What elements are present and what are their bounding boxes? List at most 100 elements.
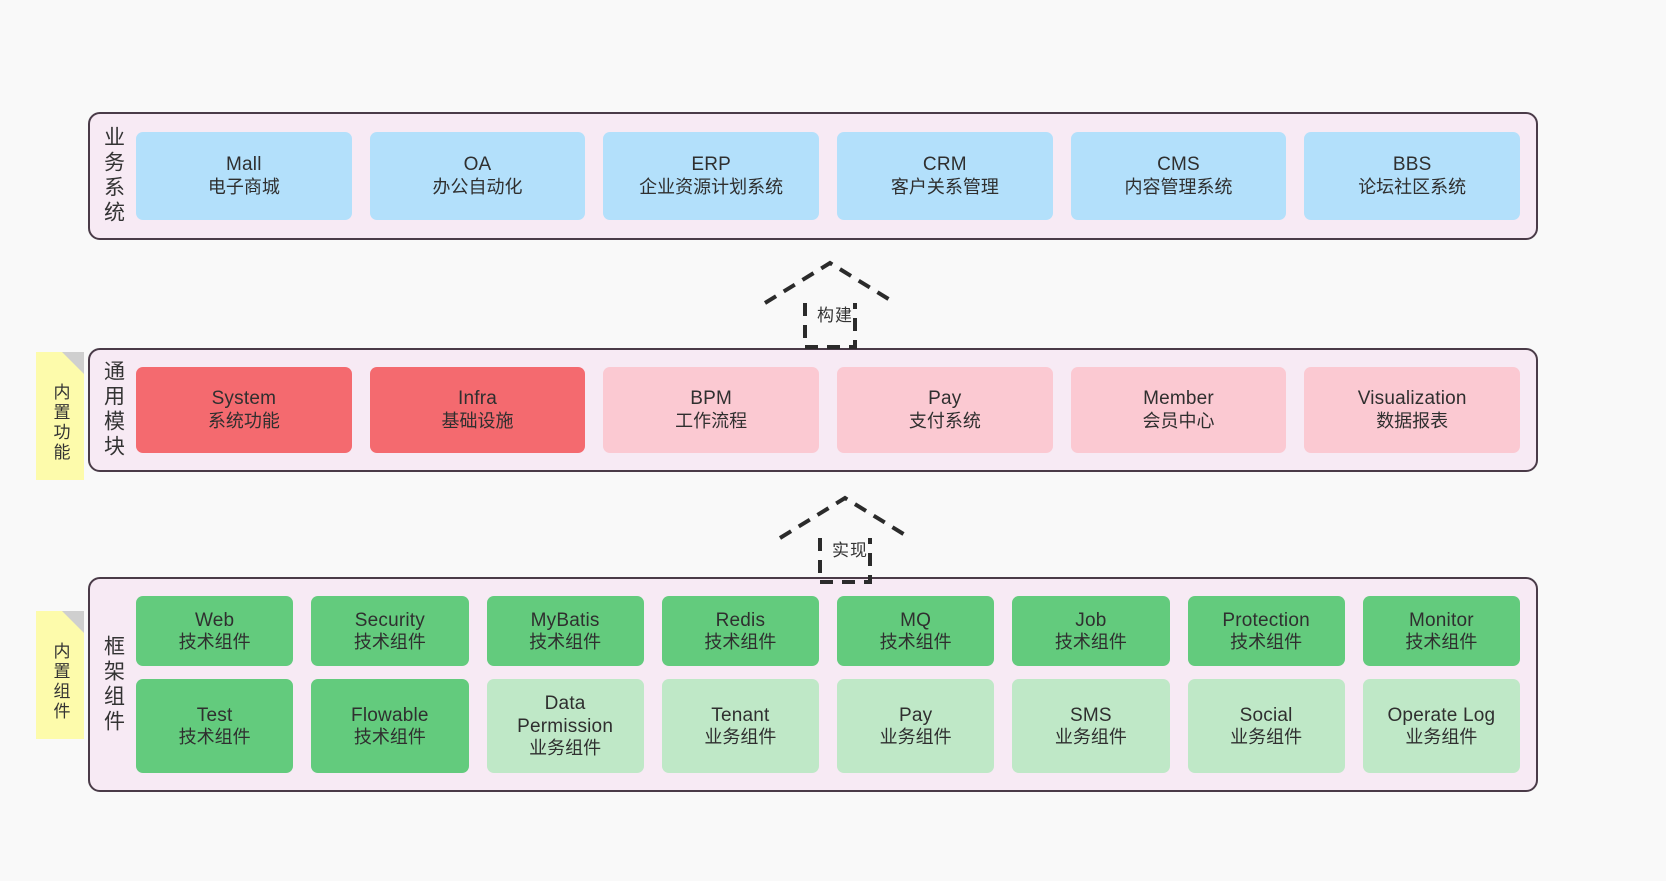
card-bpm[interactable]: BPM 工作流程	[603, 367, 820, 453]
card-mq[interactable]: MQ 技术组件	[837, 596, 995, 667]
connector-build: 构建	[760, 255, 910, 355]
card-title-en: Infra	[457, 388, 498, 410]
card-title-en: BPM	[690, 388, 733, 410]
card-title-cn: 技术组件	[178, 631, 251, 652]
card-security[interactable]: Security 技术组件	[311, 596, 469, 667]
card-social[interactable]: Social 业务组件	[1187, 679, 1345, 774]
card-row: System 系统功能 Infra 基础设施 BPM 工作流程 Pay 支付系统…	[136, 367, 1521, 453]
card-test[interactable]: Test 技术组件	[136, 679, 294, 774]
card-title-en: ERP	[691, 154, 732, 176]
card-title-en: Protection	[1222, 609, 1310, 631]
card-title-cn: 技术组件	[1405, 631, 1478, 652]
card-title-en: MQ	[900, 609, 932, 631]
card-tenant[interactable]: Tenant 业务组件	[661, 679, 819, 774]
note-builtin-features[interactable]: 内置功能	[36, 352, 84, 480]
card-title-cn: 业务组件	[1054, 726, 1127, 747]
card-monitor[interactable]: Monitor 技术组件	[1362, 596, 1520, 667]
card-title-en: Social	[1239, 704, 1293, 726]
note-label: 内置功能	[50, 383, 70, 463]
card-title-cn: 企业资源计划系统	[639, 176, 784, 197]
card-title-en: Pay	[928, 388, 962, 410]
card-erp[interactable]: ERP 企业资源计划系统	[603, 132, 820, 220]
card-bbs[interactable]: BBS 论坛社区系统	[1304, 132, 1521, 220]
card-title-en: SMS	[1069, 704, 1112, 726]
card-title-cn: 数据报表	[1376, 410, 1449, 431]
card-title-en: Visualization	[1357, 388, 1467, 410]
card-title-cn: 内容管理系统	[1124, 176, 1233, 197]
arrow-stem	[803, 303, 857, 349]
card-mall[interactable]: Mall 电子商城	[136, 132, 352, 220]
layer-body-framework-component: Web 技术组件 Security 技术组件 MyBatis 技术组件 Redi…	[136, 579, 1536, 790]
card-infra[interactable]: Infra 基础设施	[369, 367, 586, 453]
card-title-en: Mall	[226, 154, 262, 176]
card-title-cn: 技术组件	[529, 631, 602, 652]
card-title-cn: 会员中心	[1142, 410, 1215, 431]
layer-title-common-module: 通用模块	[101, 360, 125, 460]
card-operate-log[interactable]: Operate Log 业务组件	[1362, 679, 1520, 774]
card-title-cn: 工作流程	[675, 410, 748, 431]
note-fold-corner	[62, 352, 84, 374]
card-redis[interactable]: Redis 技术组件	[661, 596, 819, 667]
card-title-en: Pay	[898, 704, 933, 726]
card-row: Mall 电子商城 OA 办公自动化 ERP 企业资源计划系统 CRM 客户关系…	[136, 132, 1521, 220]
card-mybatis[interactable]: MyBatis 技术组件	[486, 596, 644, 667]
card-row: Web 技术组件 Security 技术组件 MyBatis 技术组件 Redi…	[136, 596, 1520, 667]
card-title-cn: 办公自动化	[432, 176, 523, 197]
card-title-cn: 基础设施	[441, 410, 514, 431]
card-title-en: Data Permission	[517, 693, 614, 738]
layer-business-system[interactable]: 业务系统 Mall 电子商城 OA 办公自动化 ERP 企业资源计划系统 CRM	[88, 112, 1538, 240]
card-title-en: Test	[196, 704, 233, 726]
card-web[interactable]: Web 技术组件	[136, 596, 294, 667]
card-protection[interactable]: Protection 技术组件	[1187, 596, 1345, 667]
card-member[interactable]: Member 会员中心	[1070, 367, 1287, 453]
layer-body-common-module: System 系统功能 Infra 基础设施 BPM 工作流程 Pay 支付系统…	[136, 350, 1536, 470]
card-title-en: System	[211, 388, 277, 410]
card-title-en: OA	[463, 154, 492, 176]
card-title-cn: 业务组件	[1230, 726, 1303, 747]
card-data-permission[interactable]: Data Permission 业务组件	[486, 679, 644, 774]
card-title-en: CMS	[1157, 154, 1200, 176]
card-title-cn: 系统功能	[207, 410, 280, 431]
connector-implement: 实现	[775, 490, 925, 590]
card-title-en: Tenant	[711, 704, 770, 726]
card-title-cn: 技术组件	[353, 726, 426, 747]
card-row: Test 技术组件 Flowable 技术组件 Data Permission …	[136, 679, 1520, 774]
card-title-en: MyBatis	[530, 609, 600, 631]
card-pay-component[interactable]: Pay 业务组件	[837, 679, 995, 774]
card-title-en: Flowable	[351, 704, 429, 726]
card-title-cn: 技术组件	[1054, 631, 1127, 652]
card-title-en: Member	[1143, 388, 1214, 410]
arrow-stem	[818, 538, 872, 584]
card-flowable[interactable]: Flowable 技术组件	[311, 679, 469, 774]
note-label: 内置组件	[50, 642, 70, 722]
card-sms[interactable]: SMS 业务组件	[1012, 679, 1170, 774]
layer-common-module[interactable]: 通用模块 System 系统功能 Infra 基础设施 BPM 工作流程 Pay	[88, 348, 1538, 472]
card-title-cn: 技术组件	[704, 631, 777, 652]
card-pay-module[interactable]: Pay 支付系统	[837, 367, 1053, 453]
layer-body-business-system: Mall 电子商城 OA 办公自动化 ERP 企业资源计划系统 CRM 客户关系…	[136, 114, 1536, 238]
card-title-cn: 技术组件	[178, 726, 251, 747]
card-cms[interactable]: CMS 内容管理系统	[1070, 132, 1287, 220]
arrowhead-open-triangle	[778, 495, 912, 540]
card-title-en: BBS	[1392, 154, 1432, 176]
layer-title-framework-component: 框架组件	[101, 634, 125, 735]
card-title-cn: 客户关系管理	[890, 176, 999, 197]
layer-title-business-system: 业务系统	[101, 126, 125, 226]
card-title-cn: 技术组件	[879, 631, 952, 652]
card-visualization[interactable]: Visualization 数据报表	[1304, 367, 1521, 453]
card-title-en: Job	[1075, 609, 1107, 631]
card-job[interactable]: Job 技术组件	[1012, 596, 1170, 667]
card-oa[interactable]: OA 办公自动化	[369, 132, 586, 220]
card-title-en: Web	[194, 609, 235, 631]
card-title-en: Security	[354, 609, 425, 631]
card-system[interactable]: System 系统功能	[136, 367, 352, 453]
card-title-cn: 论坛社区系统	[1358, 176, 1467, 197]
arrowhead-open-triangle	[763, 260, 897, 305]
card-crm[interactable]: CRM 客户关系管理	[837, 132, 1053, 220]
card-title-en: CRM	[922, 154, 967, 176]
card-title-en: Operate Log	[1387, 704, 1496, 726]
layer-framework-component[interactable]: 框架组件 Web 技术组件 Security 技术组件 MyBatis 技术组件…	[88, 577, 1538, 792]
note-builtin-components[interactable]: 内置组件	[36, 611, 84, 739]
card-title-cn: 技术组件	[1230, 631, 1303, 652]
